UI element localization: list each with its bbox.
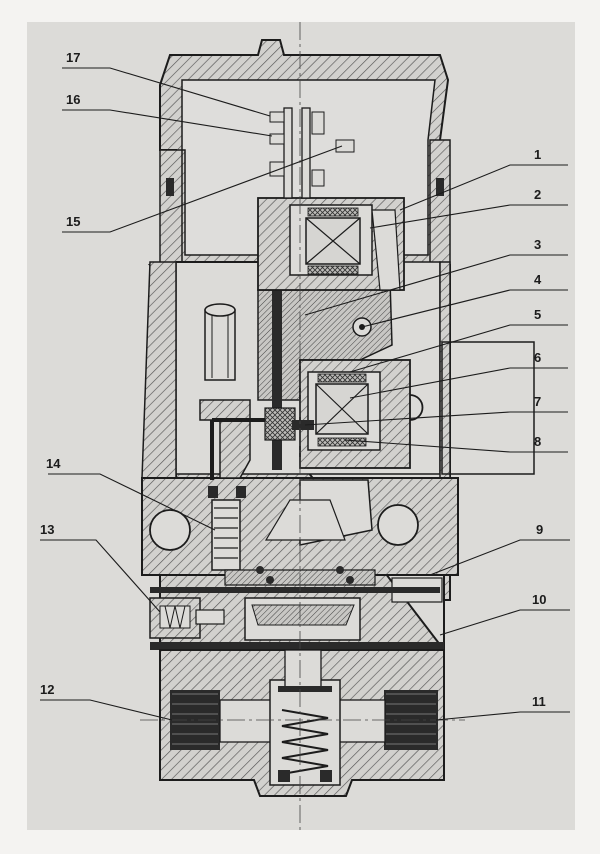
- callout-1: 1: [534, 147, 541, 162]
- callout-9: 9: [536, 522, 543, 537]
- callout-5: 5: [534, 307, 541, 322]
- callout-17: 17: [66, 50, 80, 65]
- callout-7: 7: [534, 394, 541, 409]
- callout-16: 16: [66, 92, 80, 107]
- terminal-box: [441, 341, 535, 475]
- lower-valve-body: [150, 642, 445, 797]
- callout-4: 4: [534, 272, 542, 287]
- callout-8: 8: [534, 434, 541, 449]
- left-channel: [199, 303, 268, 480]
- leader-lines: [40, 67, 570, 721]
- callout-14: 14: [46, 456, 61, 471]
- callout-6: 6: [534, 350, 541, 365]
- diaphragm-9: [150, 566, 440, 641]
- callout-15: 15: [66, 214, 80, 229]
- manual-button-13: [149, 597, 225, 639]
- plunger-14: [208, 486, 246, 571]
- callout-12: 12: [40, 682, 54, 697]
- callout-11: 11: [532, 694, 546, 709]
- callout-10: 10: [532, 592, 546, 607]
- callout-13: 13: [40, 522, 54, 537]
- lower-coil: [264, 359, 424, 469]
- upper-coil: [257, 197, 405, 291]
- callout-3: 3: [534, 237, 541, 252]
- callout-2: 2: [534, 187, 541, 202]
- switch-contacts: [269, 107, 355, 199]
